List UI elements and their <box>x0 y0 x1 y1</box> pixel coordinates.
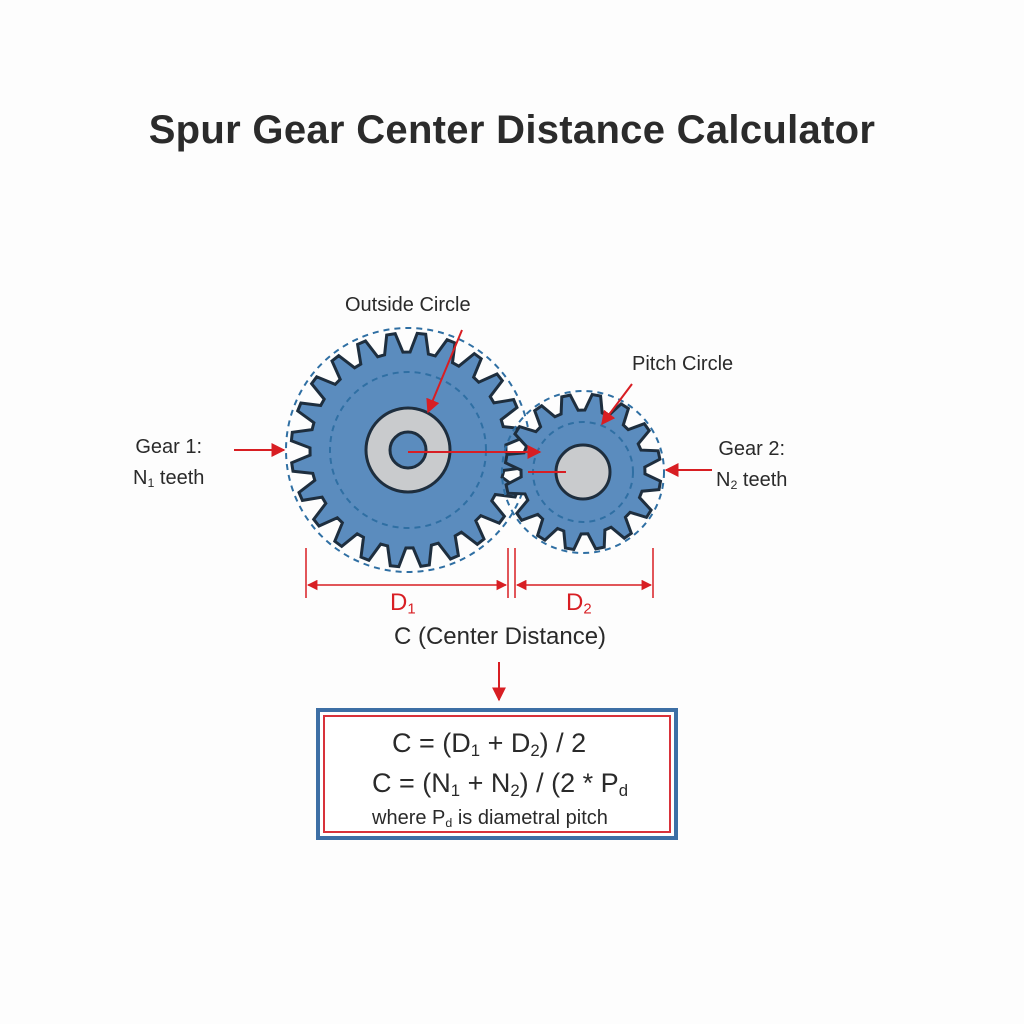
outside-circle-pointer <box>426 329 463 414</box>
formula-box: C = (D1 + D2) / 2 C = (N1 + N2) / (2 * P… <box>316 708 678 840</box>
gear2-label: Gear 2: N2 teeth <box>716 434 787 501</box>
formula-note: where Pd is diametral pitch <box>372 807 608 831</box>
pitch-circle-pointer <box>601 383 633 426</box>
d1-label: D1 <box>390 589 416 618</box>
gear1-pitch-circle <box>329 371 487 529</box>
gear1-bore <box>388 430 428 470</box>
page-title: Spur Gear Center Distance Calculator <box>148 108 876 152</box>
center-distance-label: C (Center Distance) <box>393 623 607 650</box>
gear1-label: Gear 1: N1 teeth <box>133 432 204 499</box>
pitch-circle-label: Pitch Circle <box>632 353 734 375</box>
gear1-teeth: N1 teeth <box>133 467 205 491</box>
formula-line-1: C = (D1 + D2) / 2 <box>392 728 587 761</box>
gear2-teeth: N2 teeth <box>716 469 788 493</box>
d1-dimension <box>305 548 509 598</box>
formula-inner-border <box>323 715 671 833</box>
gear-1 <box>285 327 531 573</box>
d2-label: D2 <box>566 589 592 618</box>
formula-line-2: C = (N1 + N2) / (2 * Pd <box>372 768 629 801</box>
gear2-outside-circle <box>501 390 665 554</box>
outside-circle-label: Outside Circle <box>345 294 471 316</box>
d2-dimension <box>514 548 654 598</box>
gear2-title: Gear 2: <box>718 438 786 460</box>
gear1-title: Gear 1: <box>135 436 203 458</box>
gear-2 <box>501 390 665 554</box>
